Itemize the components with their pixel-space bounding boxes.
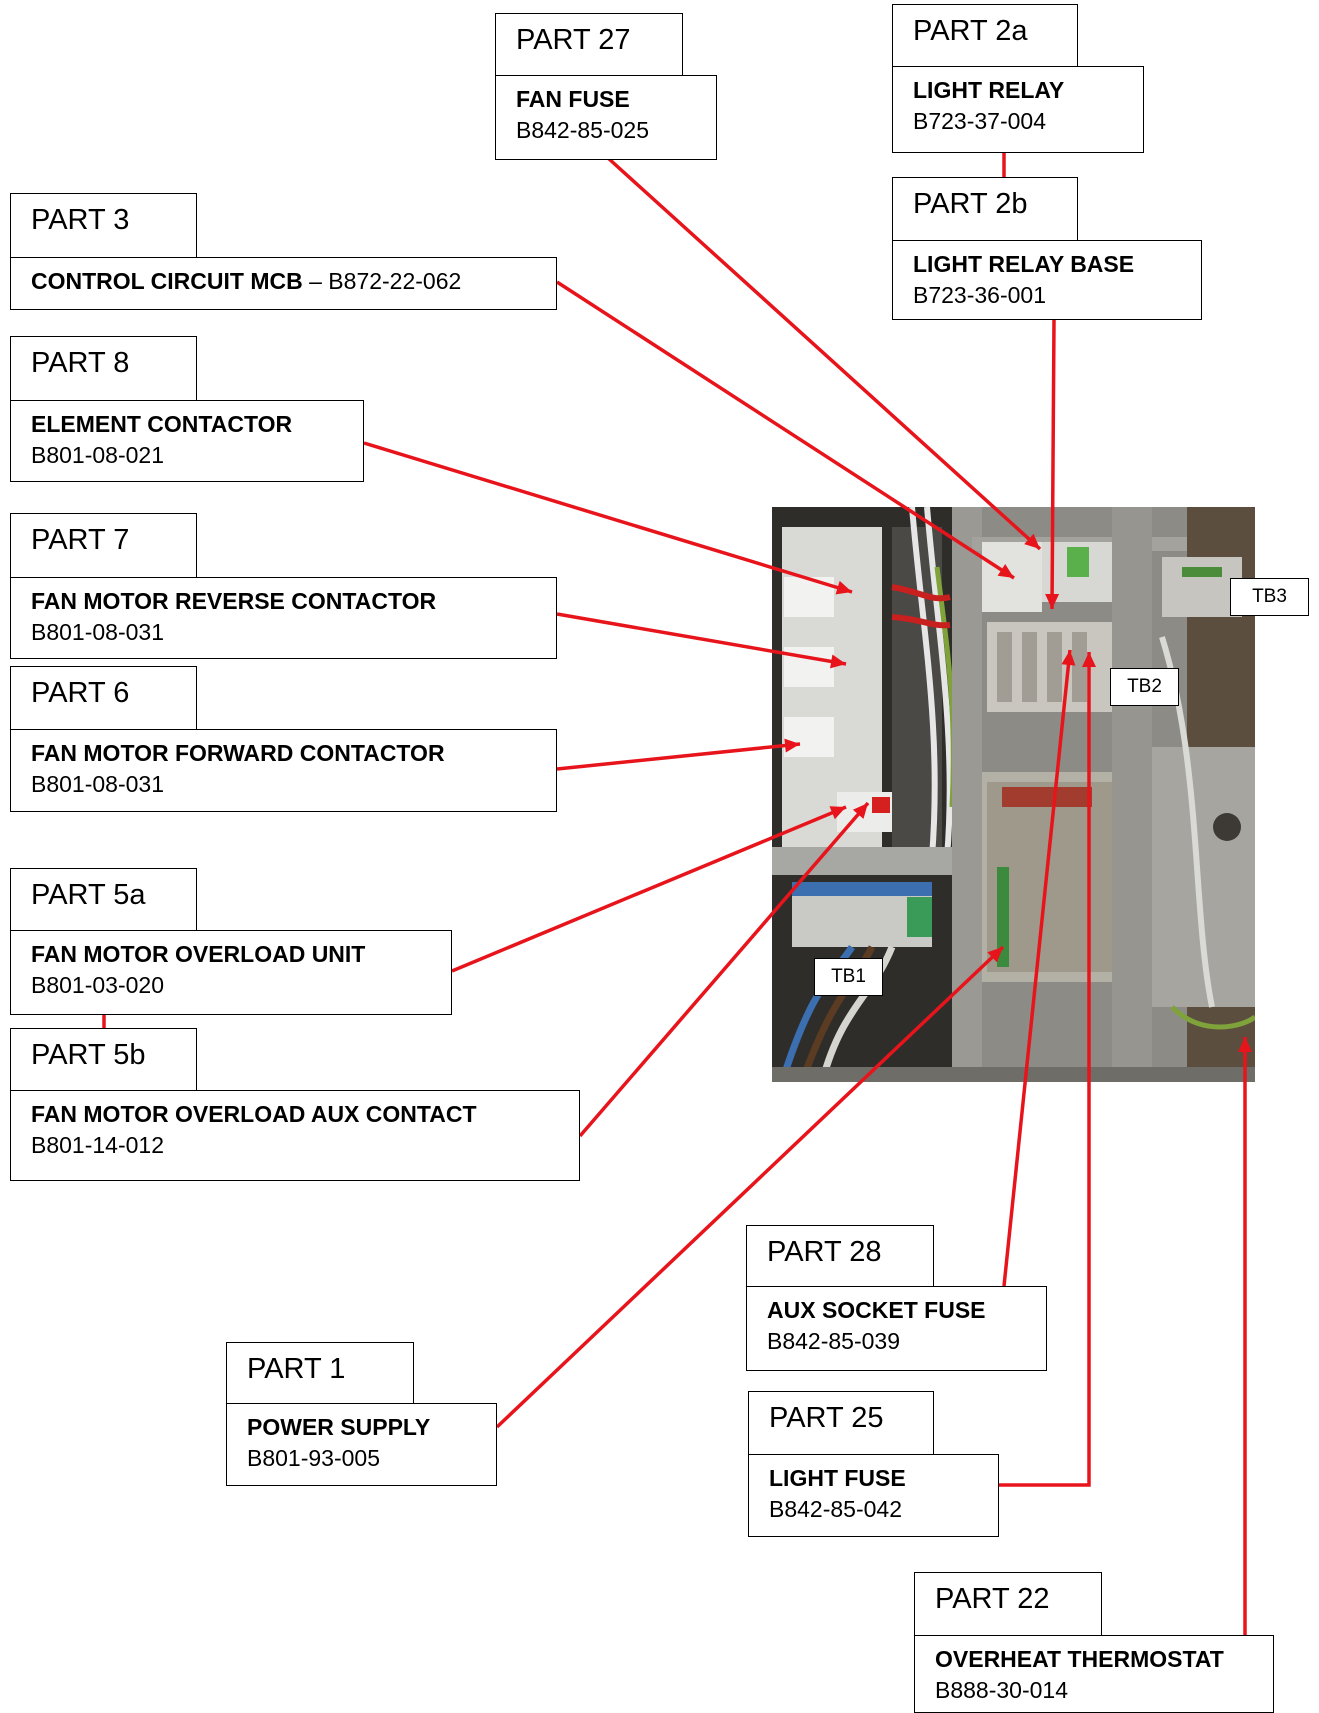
part-5a-tab: PART 5a (10, 868, 197, 932)
part-22-tab: PART 22 (914, 1572, 1102, 1637)
tb2-label: TB2 (1110, 668, 1179, 706)
leader-part-25 (999, 652, 1091, 1487)
part-2b-number: B723-36-001 (913, 282, 1046, 308)
leader-part-5b (578, 801, 870, 1138)
part-6-tab: PART 6 (10, 666, 197, 731)
part-7-box: FAN MOTOR REVERSE CONTACTOR B801-08-031 (10, 577, 557, 659)
part-5a-number: B801-03-020 (31, 972, 164, 998)
part-1-number: B801-93-005 (247, 1445, 380, 1471)
part-2a-number: B723-37-004 (913, 108, 1046, 134)
part-28-number: B842-85-039 (767, 1328, 900, 1354)
part-22-name: OVERHEAT THERMOSTAT (935, 1646, 1224, 1672)
part-2a-tab: PART 2a (892, 4, 1078, 68)
control-panel-photo (772, 507, 1255, 1082)
part-28-tab: PART 28 (746, 1225, 934, 1288)
leader-part-27 (606, 156, 1042, 551)
leader-part-5b-arrowhead (852, 803, 868, 819)
part-2a-name: LIGHT RELAY (913, 77, 1065, 103)
part-2b-tab: PART 2b (892, 177, 1078, 242)
leader-part-1-arrowhead (987, 947, 1003, 963)
part-22-box: OVERHEAT THERMOSTAT B888-30-014 (914, 1635, 1274, 1713)
part-5b-name: FAN MOTOR OVERLOAD AUX CONTACT (31, 1101, 477, 1127)
part-2a-box: LIGHT RELAY B723-37-004 (892, 66, 1144, 153)
leader-part-6 (556, 742, 801, 771)
leader-part-28 (1002, 649, 1072, 1287)
leader-part-27-arrowhead (1024, 533, 1040, 549)
part-25-number: B842-85-042 (769, 1496, 902, 1522)
part-5b-box: FAN MOTOR OVERLOAD AUX CONTACT B801-14-0… (10, 1090, 580, 1181)
part-5a-name: FAN MOTOR OVERLOAD UNIT (31, 941, 366, 967)
part-7-name: FAN MOTOR REVERSE CONTACTOR (31, 588, 437, 614)
part-2b-name: LIGHT RELAY BASE (913, 251, 1135, 277)
leader-part-3-arrowhead (997, 563, 1014, 578)
part-1-name: POWER SUPPLY (247, 1414, 431, 1440)
leader-part-2b-arrowhead (1045, 593, 1060, 609)
part-22-number: B888-30-014 (935, 1677, 1068, 1703)
part-1-tab: PART 1 (226, 1342, 414, 1405)
part-7-number: B801-08-031 (31, 619, 164, 645)
part-3-tab: PART 3 (10, 193, 197, 259)
control-panel-illustration (772, 507, 1255, 1082)
part-6-box: FAN MOTOR FORWARD CONTACTOR B801-08-031 (10, 729, 557, 812)
leader-part-2b (1050, 319, 1056, 610)
part-8-number: B801-08-021 (31, 442, 164, 468)
leader-part-25-arrowhead (1082, 652, 1096, 667)
leader-part-5a-arrowhead (829, 806, 846, 820)
leader-part-7 (556, 612, 847, 666)
part-6-number: B801-08-031 (31, 771, 164, 797)
leader-part-5a (451, 805, 847, 973)
leader-part-28-arrowhead (1061, 650, 1076, 666)
part-27-name: FAN FUSE (516, 86, 630, 112)
leader-part-7-arrowhead (830, 654, 846, 669)
part-3-box: CONTROL CIRCUIT MCB – B872-22-062 (10, 257, 557, 310)
leader-part-1 (495, 945, 1005, 1429)
part-3-name: CONTROL CIRCUIT MCB (31, 268, 303, 294)
part-25-tab: PART 25 (748, 1391, 934, 1456)
tb1-label: TB1 (814, 958, 883, 996)
part-27-tab: PART 27 (495, 13, 683, 77)
part-1-box: POWER SUPPLY B801-93-005 (226, 1403, 497, 1486)
part-27-box: FAN FUSE B842-85-025 (495, 75, 717, 160)
tb3-label: TB3 (1230, 578, 1309, 616)
part-3-number: – B872-22-062 (302, 268, 462, 294)
leader-part-3 (556, 280, 1015, 580)
leader-part-6-arrowhead (784, 738, 800, 753)
part-6-name: FAN MOTOR FORWARD CONTACTOR (31, 740, 445, 766)
part-5a-box: FAN MOTOR OVERLOAD UNIT B801-03-020 (10, 930, 452, 1015)
part-2b-box: LIGHT RELAY BASE B723-36-001 (892, 240, 1202, 320)
part-5b-tab: PART 5b (10, 1028, 197, 1092)
part-8-box: ELEMENT CONTACTOR B801-08-021 (10, 400, 364, 482)
part-8-tab: PART 8 (10, 336, 197, 402)
part-25-box: LIGHT FUSE B842-85-042 (748, 1454, 999, 1537)
part-28-name: AUX SOCKET FUSE (767, 1297, 986, 1323)
part-8-name: ELEMENT CONTACTOR (31, 411, 293, 437)
part-7-tab: PART 7 (10, 513, 197, 579)
leader-part-8-arrowhead (835, 580, 852, 595)
part-5b-number: B801-14-012 (31, 1132, 164, 1158)
part-25-name: LIGHT FUSE (769, 1465, 906, 1491)
leader-part-22-arrowhead (1238, 1037, 1252, 1052)
part-28-box: AUX SOCKET FUSE B842-85-039 (746, 1286, 1047, 1371)
part-27-number: B842-85-025 (516, 117, 649, 143)
leader-part-8 (363, 441, 853, 594)
